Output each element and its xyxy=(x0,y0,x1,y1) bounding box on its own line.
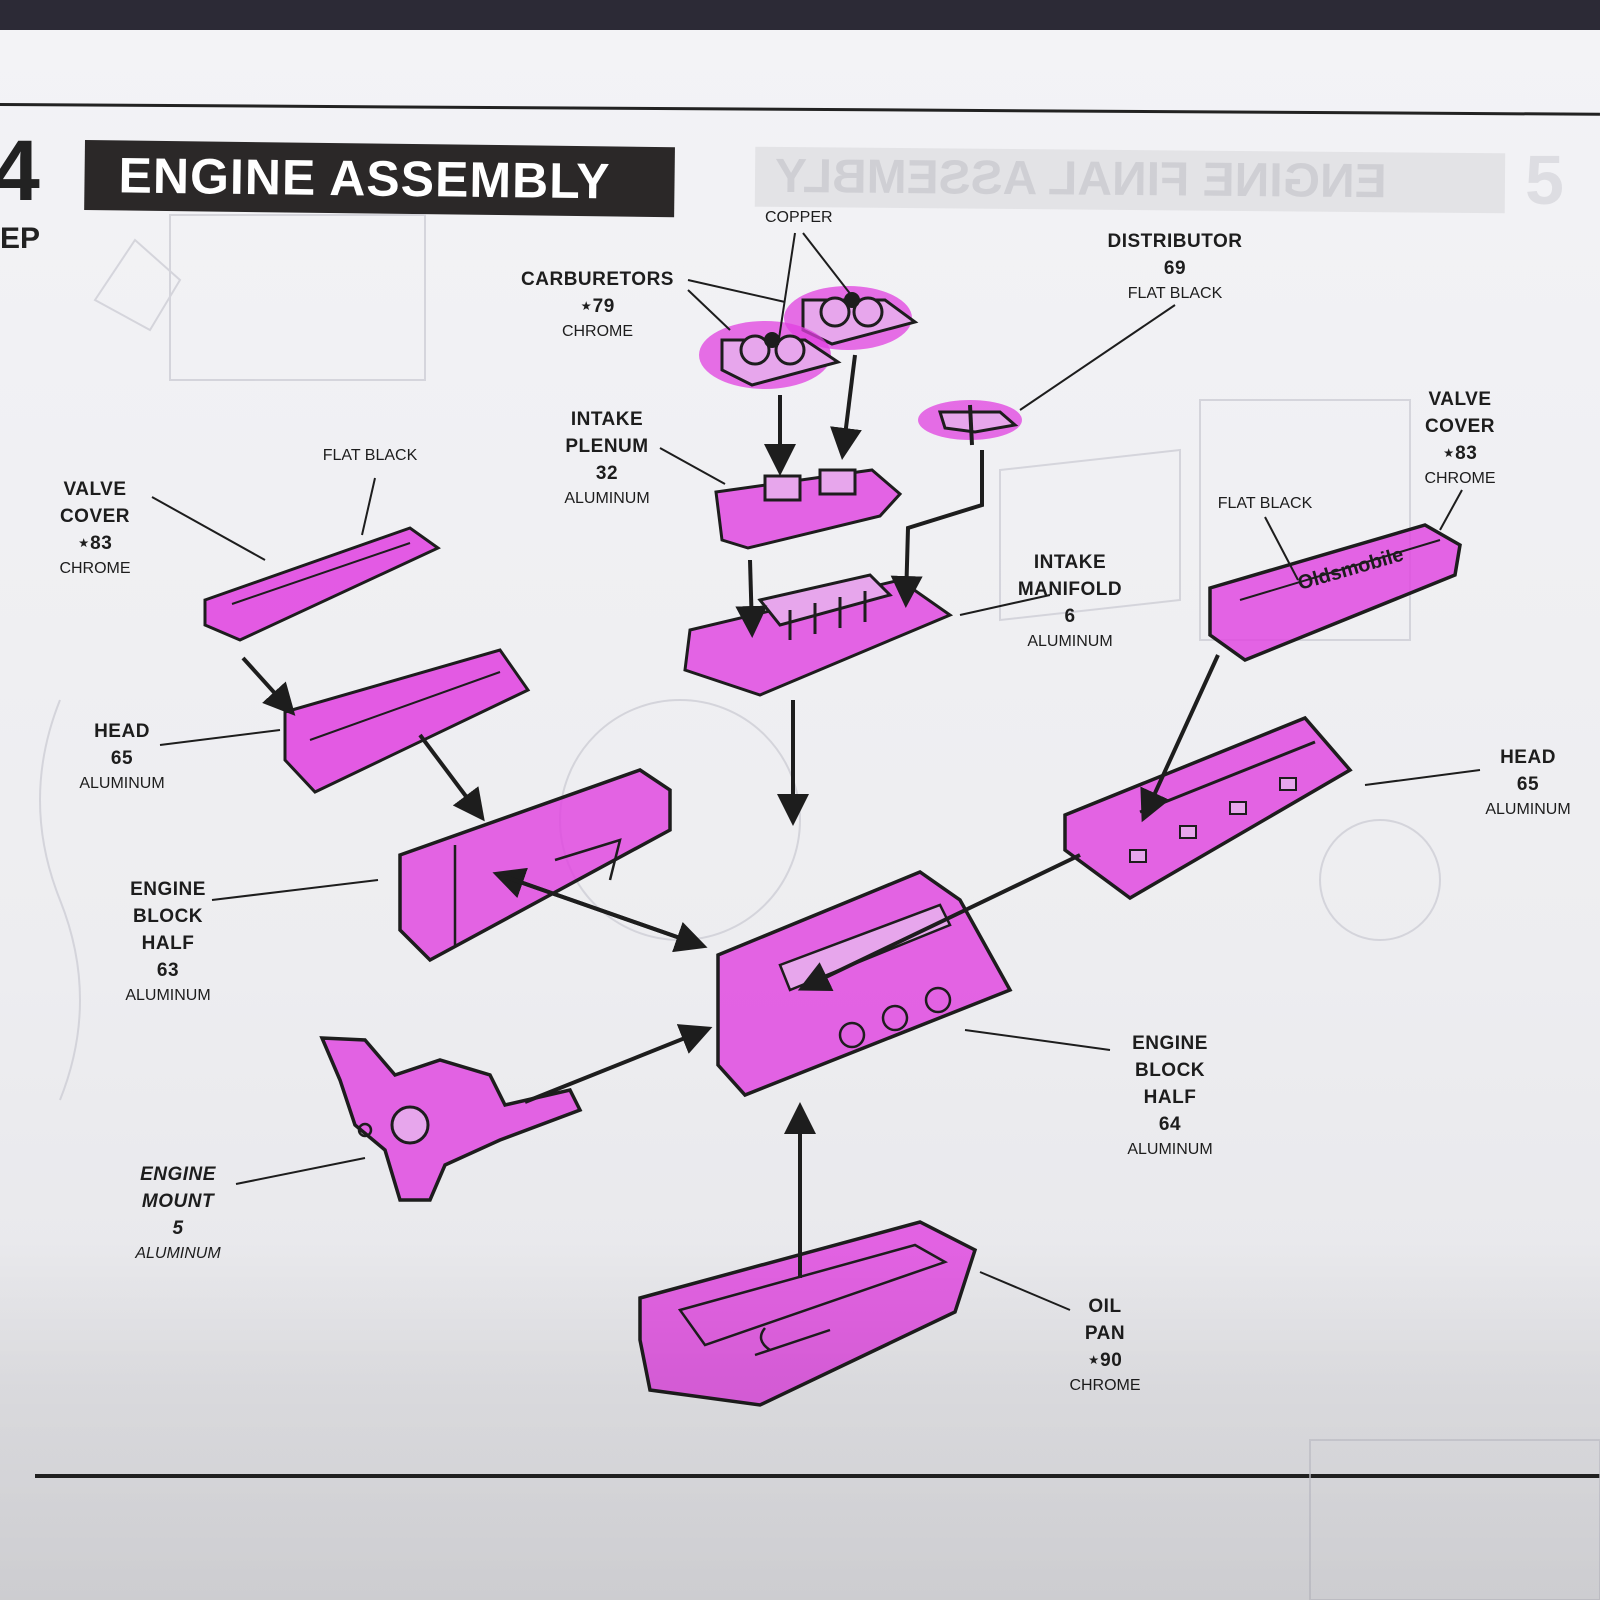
intake-plenum-label: INTAKE PLENUM 32 ALUMINUM xyxy=(564,409,650,507)
valve-cover-left-flat-black: FLAT BLACK xyxy=(322,447,418,464)
engine-block-64-label: ENGINE BLOCK HALF 64 ALUMINUM xyxy=(1127,1033,1213,1158)
distributor-part xyxy=(918,400,1022,446)
oil-pan-part xyxy=(638,1220,978,1407)
next-step-bleed-number: 5 xyxy=(1525,141,1564,219)
bottom-rule xyxy=(35,1474,1600,1478)
step-word: EP xyxy=(0,222,41,255)
engine-mount-label: ENGINE MOUNT 5 ALUMINUM xyxy=(135,1164,221,1262)
head-left-part xyxy=(283,648,531,794)
intake-manifold-part xyxy=(683,573,954,697)
copper-label: COPPER xyxy=(765,209,833,226)
intake-manifold-label: INTAKE MANIFOLD 6 ALUMINUM xyxy=(1017,552,1123,650)
step-number: 4 xyxy=(0,123,40,219)
intake-plenum-part xyxy=(714,468,903,550)
assembly-arrows xyxy=(241,354,1220,1278)
leader-lines xyxy=(151,232,1481,1311)
head-left-label: HEAD 65 ALUMINUM xyxy=(79,721,165,792)
valve-cover-left-label: VALVE COVER ⋆83 CHROME xyxy=(59,479,131,577)
valve-cover-left-part xyxy=(203,526,441,642)
valve-cover-right-label: VALVE COVER ⋆83 CHROME xyxy=(1424,389,1496,487)
oil-pan-label: OIL PAN ⋆90 CHROME xyxy=(1069,1296,1141,1394)
carburetors-label: CARBURETORS ⋆79 CHROME xyxy=(521,269,674,340)
carburetor-front xyxy=(699,321,842,389)
valve-cover-right-flat-black: FLAT BLACK xyxy=(1217,495,1313,512)
valve-cover-right-part xyxy=(1208,523,1462,662)
engine-block-half-63-part xyxy=(398,768,672,963)
head-right-label: HEAD 65 ALUMINUM xyxy=(1485,747,1571,818)
ghost-background-sketch xyxy=(39,214,1600,1600)
engine-block-half-64-part xyxy=(716,870,1013,1098)
engine-block-63-label: ENGINE BLOCK HALF 63 ALUMINUM xyxy=(125,879,211,1004)
engine-mount-part xyxy=(319,1036,583,1202)
head-right-part xyxy=(1063,715,1353,901)
distributor-label: DISTRIBUTOR 69 FLAT BLACK xyxy=(1107,231,1243,302)
